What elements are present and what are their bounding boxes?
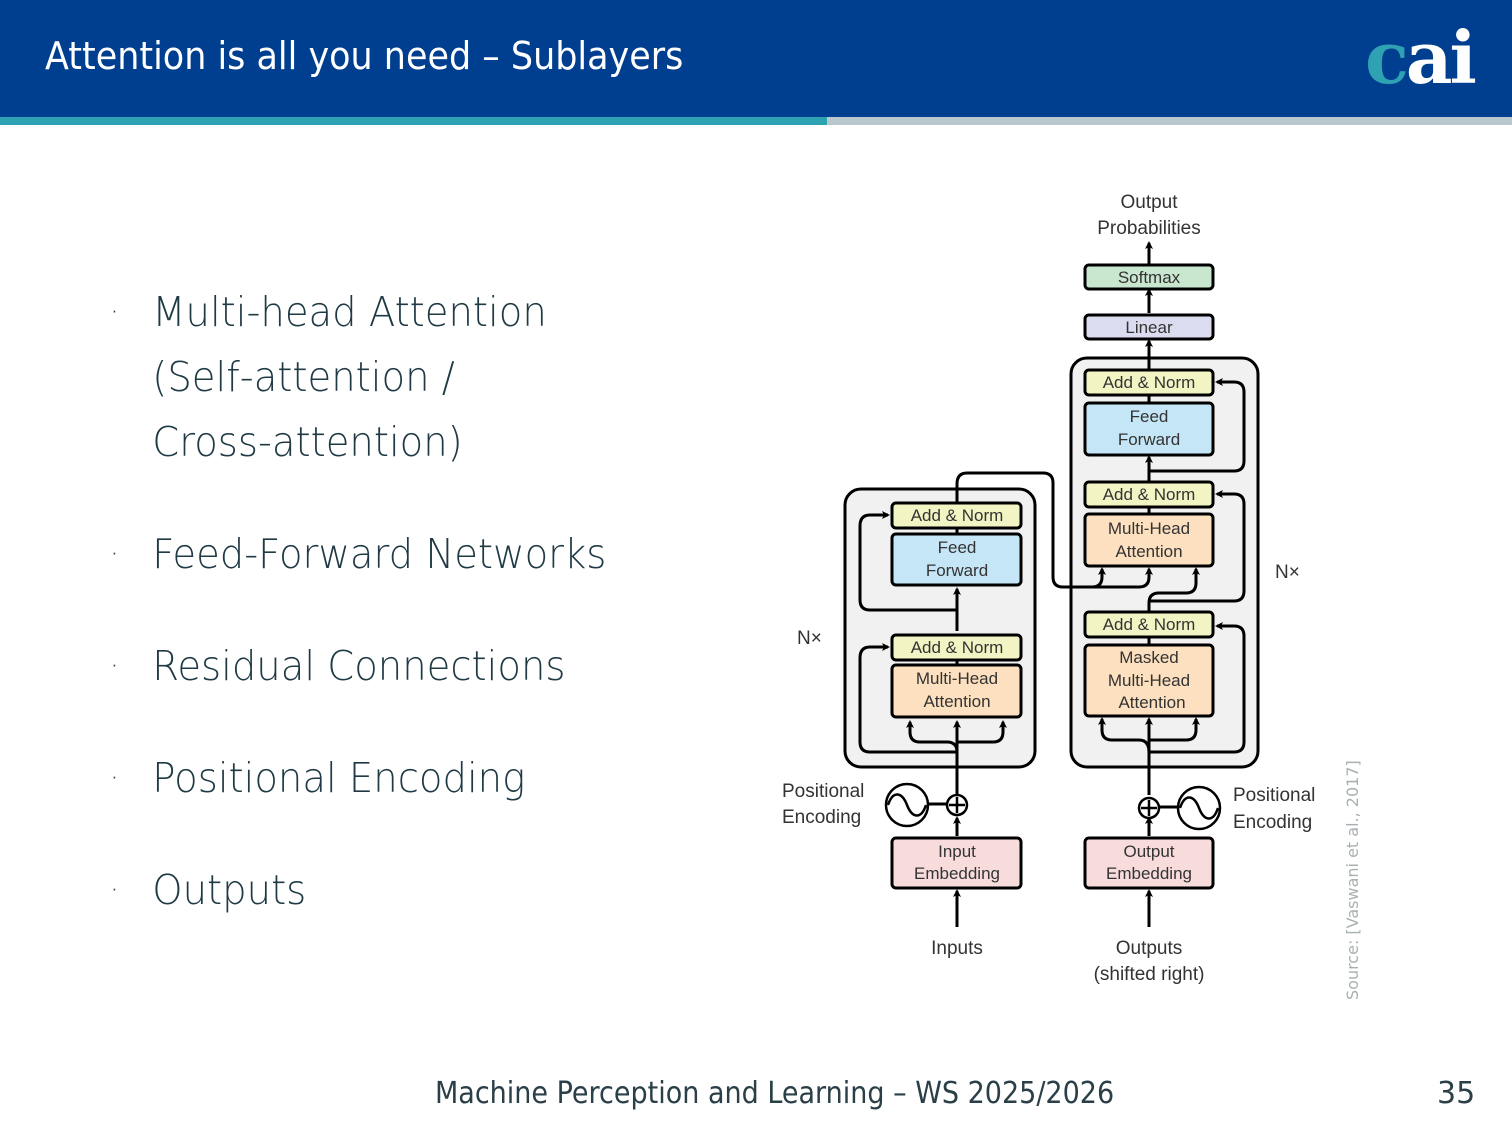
encoder-residual-2 [858,511,957,612]
svg-text:Add & Norm: Add & Norm [1103,485,1196,504]
svg-text:Encoding: Encoding [782,807,861,828]
bullet-list: ·Multi-head Attention (Self-attention / … [110,280,710,970]
svg-text:Output: Output [1120,192,1178,213]
decoder-add-norm-3: Add & Norm [1083,368,1215,397]
encoder-nx-label: N× [797,628,822,649]
decoder-cross-attention: Multi-Head Attention [1083,512,1215,568]
encoder-positional-encoding-icon [884,782,930,828]
bullet-item: ·Positional Encoding [110,746,674,811]
encoder-stack [843,487,1037,769]
bullet-item: ·Feed-Forward Networks [110,522,674,587]
decoder-residual-1 [1149,622,1246,754]
svg-text:Linear: Linear [1125,318,1173,337]
decoder-add-icon [1137,796,1161,820]
encoder-feed-forward: Feed Forward [890,532,1023,587]
page-number: 35 [1437,1076,1476,1111]
svg-text:Add & Norm: Add & Norm [911,506,1004,525]
encoder-mha-split [906,720,959,753]
decoder-residual-3 [1149,378,1246,473]
bullet-item: ·Multi-head Attention (Self-attention / … [110,280,674,475]
cai-logo: cai [1365,22,1477,94]
inputs-label: Inputs [931,938,983,959]
decoder-add-norm-1: Add & Norm [1083,610,1215,639]
decoder-residual-2 [1149,490,1246,603]
svg-text:Add & Norm: Add & Norm [1103,373,1196,392]
svg-text:Positional: Positional [1233,785,1315,806]
transformer-diagram: Add & Norm Feed Forward Add & Norm Multi… [782,192,1315,985]
outputs-label: Outputs (shifted right) [1094,938,1205,985]
slide-title: Attention is all you need – Sublayers [45,34,684,78]
svg-text:Attention: Attention [1118,693,1185,712]
bullet-dot-icon: · [110,761,119,796]
logo-ai: ai [1405,15,1477,100]
bullet-item: ·Outputs [110,858,674,923]
svg-text:Add & Norm: Add & Norm [911,638,1004,657]
svg-text:Add & Norm: Add & Norm [1103,615,1196,634]
bullet-dot-icon: · [110,873,119,908]
encoder-add-icon [945,793,969,817]
svg-text:Softmax: Softmax [1118,268,1181,287]
decoder-feed-forward: Feed Forward [1083,401,1215,457]
svg-text:Output: Output [1123,842,1174,861]
encoder-add-norm-1: Add & Norm [890,633,1023,662]
svg-text:Feed: Feed [1130,407,1169,426]
svg-text:Forward: Forward [1118,430,1180,449]
logo-c: c [1365,15,1409,100]
svg-text:Multi-Head: Multi-Head [1108,671,1190,690]
decoder-add-norm-2: Add & Norm [1083,480,1215,509]
encoder-residual-1 [858,643,957,754]
bullet-item: ·Residual Connections [110,634,674,699]
svg-text:Multi-Head: Multi-Head [1108,519,1190,538]
linear-block: Linear [1083,313,1215,341]
svg-text:Multi-Head: Multi-Head [916,669,998,688]
svg-text:Attention: Attention [923,692,990,711]
encoder-add-norm-2: Add & Norm [890,501,1023,530]
encoder-positional-encoding-label: Positional Encoding [782,781,864,828]
slide-progress-bar [0,117,1512,125]
footer-course-title: Machine Perception and Learning – WS 202… [435,1076,1115,1111]
source-citation: Source: [Vaswani et al., 2017] [1343,760,1362,1000]
svg-text:Positional: Positional [782,781,864,802]
svg-text:Input: Input [938,842,976,861]
svg-text:Masked: Masked [1119,648,1179,667]
svg-text:Feed: Feed [938,538,977,557]
header-bar: Attention is all you need – Sublayers ca… [0,0,1512,117]
bullet-dot-icon: · [110,649,119,684]
output-probabilities-label: Output Probabilities [1097,192,1201,239]
output-embedding: Output Embedding [1083,836,1215,890]
svg-text:Attention: Attention [1115,542,1182,561]
bullet-dot-icon: · [110,537,119,572]
svg-text:Encoding: Encoding [1233,812,1312,833]
decoder-positional-encoding-label: Positional Encoding [1233,785,1315,833]
svg-text:(shifted right): (shifted right) [1094,964,1205,985]
decoder-positional-encoding-icon [1176,785,1222,831]
encoder-multi-head-attention: Multi-Head Attention [890,663,1023,719]
decoder-nx-label: N× [1275,562,1300,583]
svg-text:Outputs: Outputs [1116,938,1183,959]
svg-text:Embedding: Embedding [914,864,1000,883]
bullet-dot-icon: · [110,295,119,330]
svg-text:Forward: Forward [926,561,988,580]
input-embedding: Input Embedding [890,836,1023,890]
slide-progress-fill [0,117,828,125]
svg-text:Probabilities: Probabilities [1097,218,1201,239]
svg-text:Embedding: Embedding [1106,864,1192,883]
softmax-block: Softmax [1083,263,1215,291]
decoder-masked-attention: Masked Multi-Head Attention [1083,643,1215,718]
